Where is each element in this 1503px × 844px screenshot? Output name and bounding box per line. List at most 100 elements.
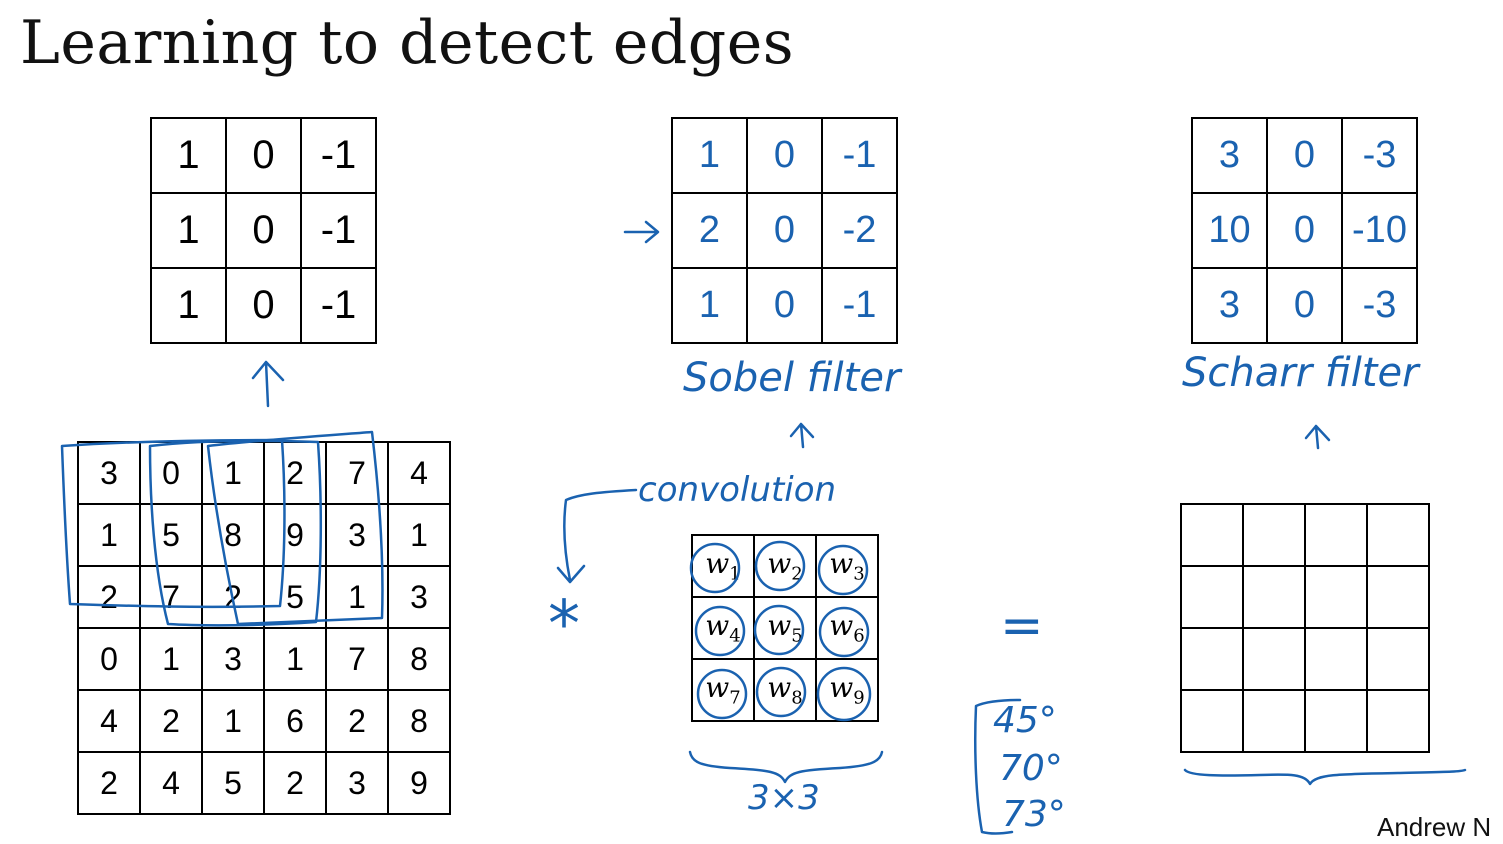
- output-cell: [1366, 503, 1430, 567]
- scharr-cell: 3: [1191, 117, 1268, 194]
- output-cell: [1304, 503, 1368, 567]
- image-cell: 5: [139, 503, 203, 567]
- output-cell: [1242, 689, 1306, 753]
- sobel-cell: -2: [821, 192, 898, 269]
- convolution-operator: *: [548, 588, 580, 662]
- input-image-grid: 3 0 1 2 7 4 1 5 8 9 3 1 2 7 2 5 1 3 0 1 …: [77, 441, 451, 815]
- brace-icon: [1183, 768, 1467, 786]
- filter-cell: 0: [225, 117, 302, 194]
- output-cell: [1242, 503, 1306, 567]
- pointer-arrow-icon: [556, 488, 638, 584]
- scharr-cell: -3: [1341, 117, 1418, 194]
- image-cell: 3: [387, 565, 451, 629]
- weight-cell: w2: [753, 534, 817, 598]
- scharr-cell: 0: [1266, 117, 1343, 194]
- image-cell: 1: [77, 503, 141, 567]
- sobel-cell: 0: [746, 117, 823, 194]
- image-cell: 8: [387, 627, 451, 691]
- weight-circle: [754, 540, 806, 592]
- image-cell: 2: [325, 689, 389, 753]
- image-cell: 1: [387, 503, 451, 567]
- window-outline: [60, 438, 286, 609]
- angle-value: 45°: [993, 700, 1057, 741]
- weight-circle: [753, 604, 805, 656]
- output-cell: [1366, 565, 1430, 629]
- image-cell: 5: [201, 751, 265, 815]
- image-cell: 9: [387, 751, 451, 815]
- image-cell: 3: [325, 503, 389, 567]
- convolution-label: convolution: [638, 470, 837, 510]
- image-cell: 4: [139, 751, 203, 815]
- scharr-cell: 10: [1191, 192, 1268, 269]
- image-cell: 7: [325, 627, 389, 691]
- author-credit: Andrew N: [1377, 812, 1492, 842]
- weight-circle: [689, 542, 741, 594]
- sobel-cell: 0: [746, 192, 823, 269]
- weight-circle: [816, 666, 872, 722]
- image-cell: 1: [201, 689, 265, 753]
- image-cell: 2: [263, 751, 327, 815]
- scharr-cell: 0: [1266, 192, 1343, 269]
- brace-icon: [688, 750, 884, 784]
- slide-title: Learning to detect edges: [20, 8, 795, 78]
- vertical-edge-filter: 1 0 -1 1 0 -1 1 0 -1: [150, 117, 377, 344]
- output-cell: [1180, 689, 1244, 753]
- scharr-cell: -3: [1341, 267, 1418, 344]
- image-cell: 3: [77, 441, 141, 505]
- image-cell: 8: [201, 503, 265, 567]
- output-cell: [1366, 627, 1430, 691]
- output-cell: [1366, 689, 1430, 753]
- sobel-cell: 2: [671, 192, 748, 269]
- scharr-cell: -10: [1341, 192, 1418, 269]
- image-cell: 4: [387, 441, 451, 505]
- image-cell: 3: [325, 751, 389, 815]
- image-cell: 1: [263, 627, 327, 691]
- output-cell: [1180, 503, 1244, 567]
- weight-circle: [755, 666, 807, 718]
- weight-circle: [694, 605, 746, 657]
- sobel-cell: 0: [746, 267, 823, 344]
- output-cell: [1304, 627, 1368, 691]
- bracket-icon: [974, 698, 1022, 835]
- sobel-cell: -1: [821, 267, 898, 344]
- filter-cell: -1: [300, 192, 377, 269]
- scharr-filter: 3 0 -3 10 0 -10 3 0 -3: [1191, 117, 1418, 344]
- sobel-cell: 1: [671, 267, 748, 344]
- output-cell: [1180, 565, 1244, 629]
- scharr-cell: 0: [1266, 267, 1343, 344]
- output-cell: [1304, 565, 1368, 629]
- filter-cell: 1: [150, 117, 227, 194]
- output-cell: [1180, 627, 1244, 691]
- angle-value: 70°: [999, 748, 1063, 789]
- output-grid: [1180, 503, 1430, 753]
- filter-cell: 0: [225, 267, 302, 344]
- image-cell: 1: [139, 627, 203, 691]
- filter-size-label: 3×3: [748, 778, 820, 818]
- window-outline: [148, 439, 323, 627]
- right-arrow-icon: [623, 220, 660, 244]
- image-cell: 2: [77, 565, 141, 629]
- angle-value: 73°: [1002, 794, 1066, 835]
- image-cell: 2: [77, 751, 141, 815]
- up-arrow-icon: [1304, 424, 1331, 450]
- image-cell: 2: [263, 441, 327, 505]
- output-cell: [1304, 689, 1368, 753]
- scharr-label: Scharr filter: [1182, 350, 1419, 396]
- weight-circle: [696, 668, 748, 720]
- filter-cell: 1: [150, 267, 227, 344]
- up-arrow-icon: [789, 422, 815, 449]
- sobel-cell: -1: [821, 117, 898, 194]
- image-cell: 0: [77, 627, 141, 691]
- sobel-label: Sobel filter: [683, 355, 901, 401]
- output-cell: [1242, 565, 1306, 629]
- image-cell: 6: [263, 689, 327, 753]
- output-cell: [1242, 627, 1306, 691]
- weight-circle: [818, 606, 870, 658]
- weight-cell: w3: [815, 534, 879, 598]
- filter-cell: 1: [150, 192, 227, 269]
- filter-cell: -1: [300, 267, 377, 344]
- image-cell: 2: [139, 689, 203, 753]
- image-cell: 8: [387, 689, 451, 753]
- image-cell: 4: [77, 689, 141, 753]
